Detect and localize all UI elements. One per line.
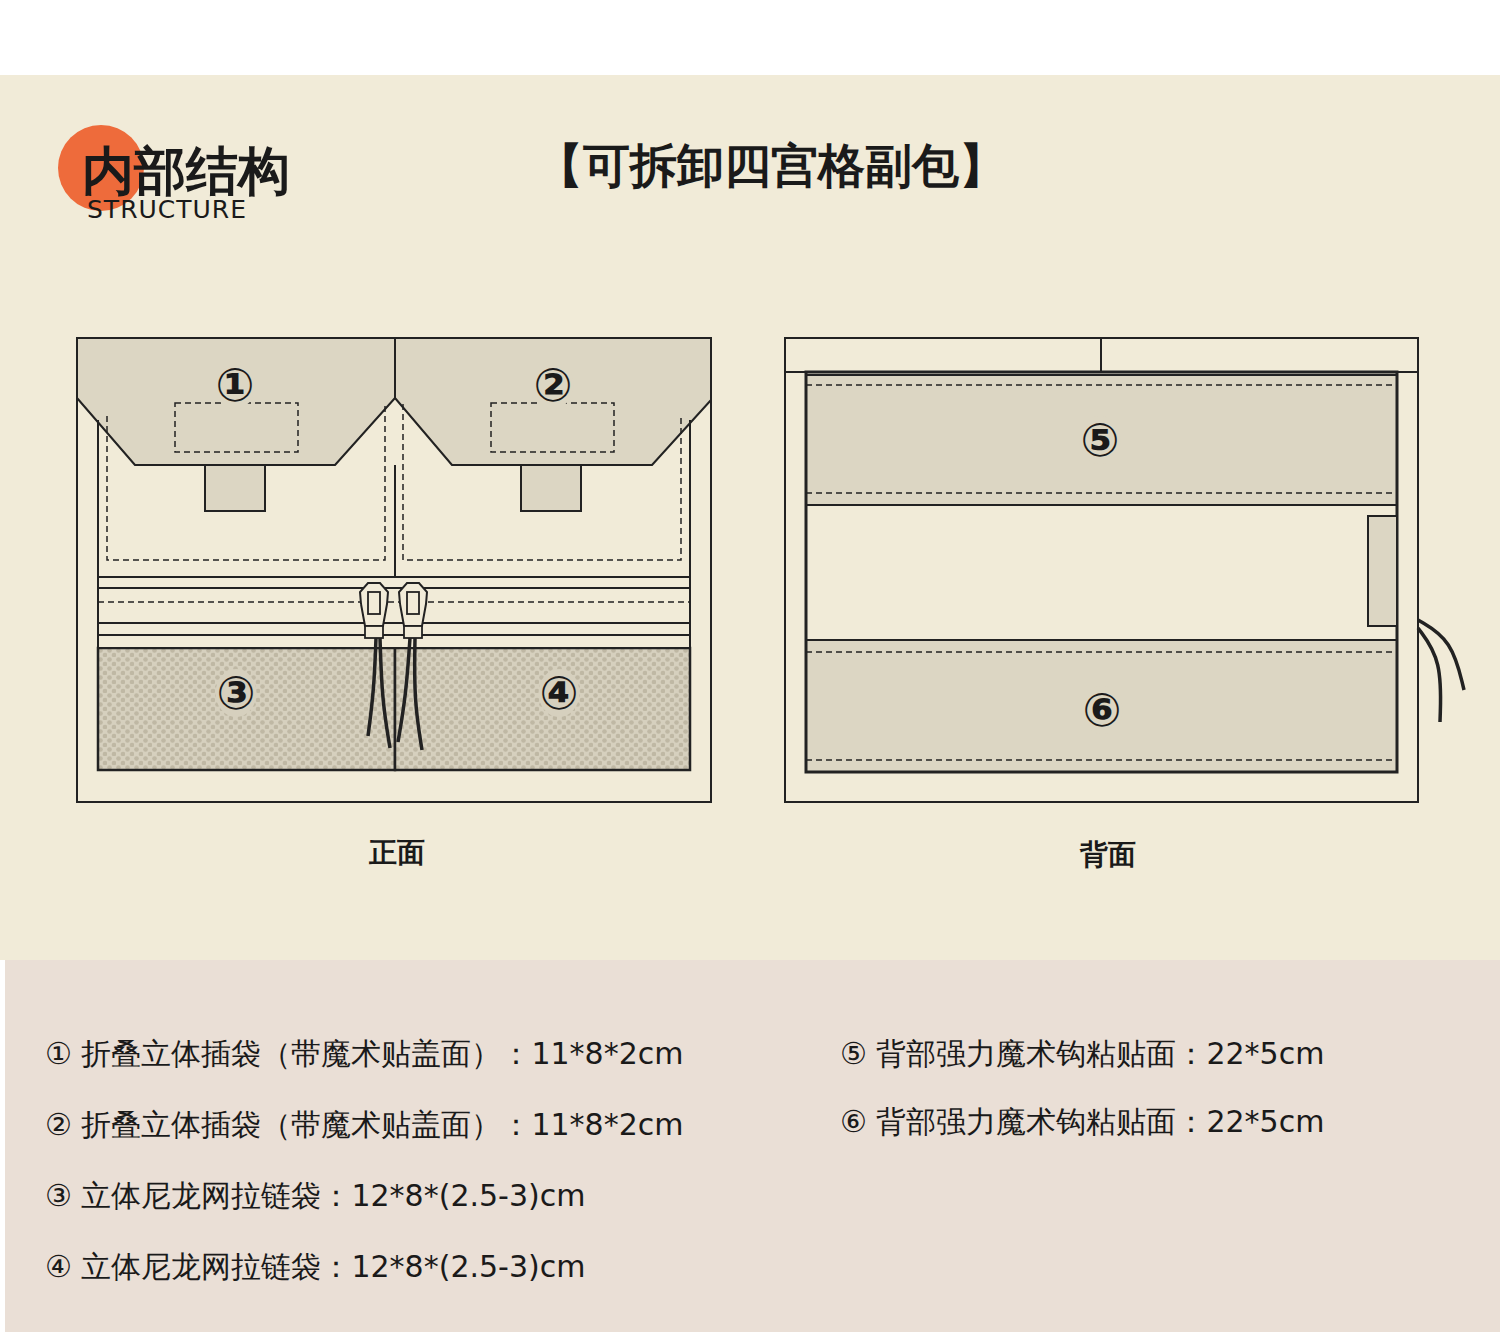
velcro-tab bbox=[205, 465, 265, 511]
beige-ground bbox=[0, 75, 1500, 960]
seam-line bbox=[806, 651, 1397, 653]
spec-line: ② 折叠立体插袋（带魔术贴盖面）：11*8*2cm bbox=[45, 1107, 684, 1143]
zipper-cord bbox=[398, 638, 410, 742]
seam-line bbox=[98, 601, 690, 603]
zipper-cord bbox=[415, 638, 422, 750]
velcro-tab bbox=[521, 465, 581, 511]
callout-number: ⑤ bbox=[1080, 416, 1121, 464]
zipper-pull bbox=[399, 583, 427, 626]
spec-line: ③ 立体尼龙网拉链袋：12*8*(2.5-3)cm bbox=[45, 1178, 585, 1214]
stitch-line bbox=[403, 404, 681, 560]
mesh-zip-pocket: ③ bbox=[98, 648, 395, 770]
callout-number: ① bbox=[215, 361, 256, 409]
section-heading: 内部结构 bbox=[82, 140, 290, 202]
velcro-band: ⑤ bbox=[806, 375, 1397, 505]
flap-pocket: ② bbox=[395, 338, 711, 465]
view-label: 正面 bbox=[368, 838, 426, 868]
seam-line bbox=[1100, 338, 1102, 372]
spec-line: ⑥ 背部强力魔术钩粘贴面：22*5cm bbox=[840, 1104, 1324, 1140]
inner-frame bbox=[806, 372, 1397, 772]
seam-line bbox=[98, 634, 690, 636]
zipper-cord bbox=[380, 638, 390, 748]
velcro-patch bbox=[175, 403, 298, 452]
top-strip bbox=[0, 0, 1500, 75]
page-title: 【可拆卸四宫格副包】 bbox=[536, 138, 1006, 194]
seam-line bbox=[806, 492, 1397, 494]
seam-line bbox=[806, 384, 1397, 386]
seam-line bbox=[98, 622, 690, 624]
spec-line: ⑤ 背部强力魔术钩粘贴面：22*5cm bbox=[840, 1036, 1324, 1072]
back-panel: 背面⑤⑥ bbox=[785, 338, 1418, 802]
side-tab bbox=[1368, 516, 1397, 626]
zipper-pull-slot bbox=[407, 592, 419, 614]
callout-number: ④ bbox=[539, 669, 580, 717]
spec-line: ① 折叠立体插袋（带魔术贴盖面）：11*8*2cm bbox=[45, 1036, 684, 1072]
title-rules bbox=[290, 164, 530, 185]
side-cord bbox=[1418, 620, 1464, 690]
seam-line bbox=[806, 759, 1397, 761]
mesh-zip-pocket-outline bbox=[395, 648, 690, 770]
zipper-pull-slot bbox=[368, 592, 380, 614]
spec-line: ④ 立体尼龙网拉链袋：12*8*(2.5-3)cm bbox=[45, 1249, 585, 1285]
callout-number: ③ bbox=[216, 669, 257, 717]
zipper-band bbox=[98, 577, 690, 648]
view-label: 背面 bbox=[1079, 840, 1137, 870]
section-subheading: STRUCTURE bbox=[87, 195, 247, 225]
mesh-zip-pocket: ④ bbox=[395, 648, 690, 770]
spec-ground bbox=[5, 960, 1500, 1332]
callout-number: ⑥ bbox=[1082, 686, 1123, 734]
zipper-slider bbox=[404, 626, 422, 638]
velcro-band: ⑥ bbox=[806, 640, 1397, 772]
seam-line bbox=[394, 465, 396, 648]
flap-pocket: ① bbox=[77, 338, 395, 465]
side-cord bbox=[1418, 628, 1441, 722]
callout-number: ② bbox=[533, 361, 574, 409]
front-panel: 正面①②③④ bbox=[77, 338, 711, 802]
seam-line bbox=[689, 420, 691, 648]
stitch-line bbox=[107, 404, 385, 560]
bag-details bbox=[98, 338, 1464, 772]
velcro-patch bbox=[491, 403, 614, 452]
zipper-slider bbox=[365, 626, 383, 638]
seam-line bbox=[785, 371, 1418, 373]
zipper-pull bbox=[360, 583, 388, 626]
seam-line bbox=[98, 587, 690, 589]
zipper-cord bbox=[368, 638, 376, 736]
seam-line bbox=[97, 420, 99, 648]
